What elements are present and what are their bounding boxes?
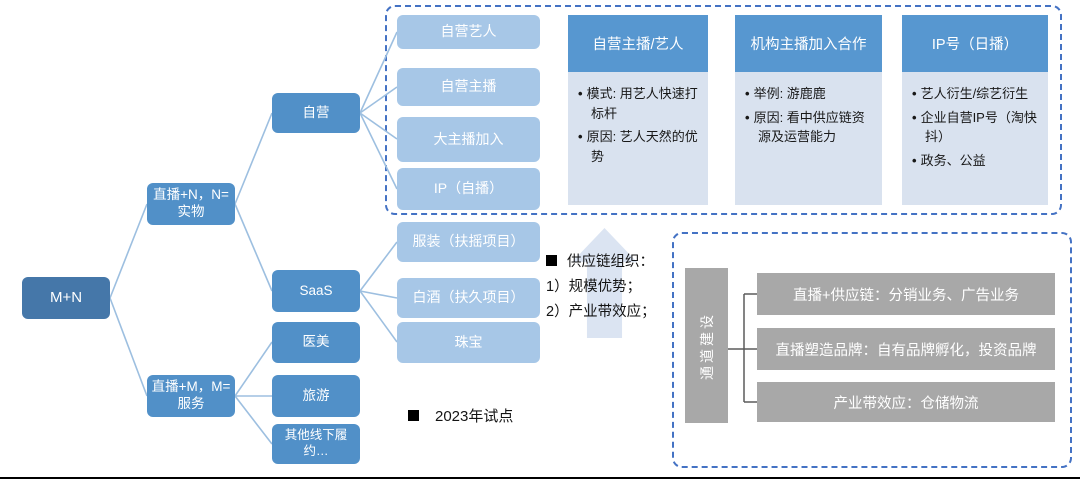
node-medical-beauty: 医美 xyxy=(272,322,360,363)
node-travel: 旅游 xyxy=(272,375,360,417)
card-agency-anchor-title: 机构主播加入合作 xyxy=(750,37,867,53)
node-other-offline: 其他线下履约… xyxy=(272,424,360,464)
card-self-anchor-artist-header: 自营主播/艺人 xyxy=(568,15,708,72)
node-liquor-project: 白酒（扶久项目） xyxy=(397,278,540,318)
card-ip-daily-header: IP号（日播） xyxy=(902,15,1048,72)
card-ip-daily-body: 艺人衍生/综艺衍生 企业自营IP号（淘快抖） 政务、公益 xyxy=(902,72,1048,205)
node-self-operated-label: 自营 xyxy=(302,104,330,120)
card-agency-anchor-header: 机构主播加入合作 xyxy=(735,15,882,72)
pilot-line: 2023年试点 xyxy=(408,404,513,429)
black-square-icon xyxy=(408,410,419,421)
node-clothing-project-label: 服装（扶摇项目） xyxy=(412,233,525,250)
node-self-artist: 自营艺人 xyxy=(397,15,540,49)
node-live-plus-m-service: 直播+M，M=服务 xyxy=(147,375,235,417)
node-jewelry-label: 珠宝 xyxy=(454,333,483,350)
node-travel-label: 旅游 xyxy=(302,387,330,403)
node-live-plus-n-physical: 直播+N，N=实物 xyxy=(147,183,235,225)
supply-chain-line-1: 供应链组织： xyxy=(546,250,706,275)
card-bullet: 原因: 看中供应链资源及运营能力 xyxy=(745,108,873,147)
node-liquor-project-label: 白酒（扶久项目） xyxy=(412,289,525,306)
card-self-anchor-artist-title: 自营主播/艺人 xyxy=(592,37,684,53)
card-self-anchor-artist-body: 模式: 用艺人快速打标杆 原因: 艺人天然的优势 xyxy=(568,72,708,205)
card-agency-anchor-body: 举例: 游鹿鹿 原因: 看中供应链资源及运营能力 xyxy=(735,72,882,205)
node-clothing-project: 服装（扶摇项目） xyxy=(397,222,540,262)
card-bullet: 艺人衍生/综艺衍生 xyxy=(912,84,1039,104)
node-root: M+N xyxy=(22,277,110,319)
node-saas-label: SaaS xyxy=(299,282,333,298)
channel-building-sidebar: 通道建设 xyxy=(685,268,728,423)
card-bullet: 政务、公益 xyxy=(912,151,1039,171)
channel-building-group-box xyxy=(672,232,1072,468)
pilot-annotation: 2023年试点 xyxy=(408,404,513,429)
black-square-icon xyxy=(546,255,557,266)
node-self-operated: 自营 xyxy=(272,93,360,133)
card-bullet: 举例: 游鹿鹿 xyxy=(745,84,873,104)
card-bullet: 原因: 艺人天然的优势 xyxy=(578,127,699,166)
card-ip-daily-title: IP号（日播） xyxy=(931,37,1019,53)
card-bullet: 模式: 用艺人快速打标杆 xyxy=(578,84,699,123)
self-operated-detail-group-box xyxy=(385,5,1062,215)
page-divider-line xyxy=(0,477,1080,479)
node-root-label: M+N xyxy=(49,288,83,306)
node-live-plus-n-physical-label: 直播+N，N=实物 xyxy=(153,187,229,219)
node-other-offline-label: 其他线下履约… xyxy=(284,428,348,458)
card-bullet: 企业自营IP号（淘快抖） xyxy=(912,108,1039,147)
channel-row-industrial-belt: 产业带效应：仓储物流 xyxy=(757,382,1055,422)
node-ip-self-broadcast: IP（自播） xyxy=(397,168,540,210)
supply-chain-line-3: 2）产业带效应； xyxy=(546,304,656,320)
node-big-anchor-label: 大主播加入 xyxy=(433,130,504,147)
channel-row-brand-building: 直播塑造品牌：自有品牌孵化，投资品牌 xyxy=(757,328,1055,370)
card-self-anchor-artist: 自营主播/艺人 模式: 用艺人快速打标杆 原因: 艺人天然的优势 xyxy=(568,15,708,205)
node-jewelry: 珠宝 xyxy=(397,322,540,363)
node-self-anchor: 自营主播 xyxy=(397,68,540,106)
node-saas: SaaS xyxy=(272,270,360,312)
supply-chain-annotation: 供应链组织： 1）规模优势； 2）产业带效应； xyxy=(546,250,706,325)
supply-chain-line-2: 1）规模优势； xyxy=(546,279,642,295)
node-live-plus-m-service-label: 直播+M，M=服务 xyxy=(151,379,231,411)
card-ip-daily: IP号（日播） 艺人衍生/综艺衍生 企业自营IP号（淘快抖） 政务、公益 xyxy=(902,15,1048,205)
channel-row-supply-chain: 直播+供应链：分销业务、广告业务 xyxy=(757,273,1055,315)
node-ip-self-broadcast-label: IP（自播） xyxy=(433,180,504,197)
card-agency-anchor: 机构主播加入合作 举例: 游鹿鹿 原因: 看中供应链资源及运营能力 xyxy=(735,15,882,205)
node-self-anchor-label: 自营主播 xyxy=(440,78,497,95)
node-self-artist-label: 自营艺人 xyxy=(440,23,497,40)
node-big-anchor: 大主播加入 xyxy=(397,117,540,162)
node-medical-beauty-label: 医美 xyxy=(302,334,330,350)
